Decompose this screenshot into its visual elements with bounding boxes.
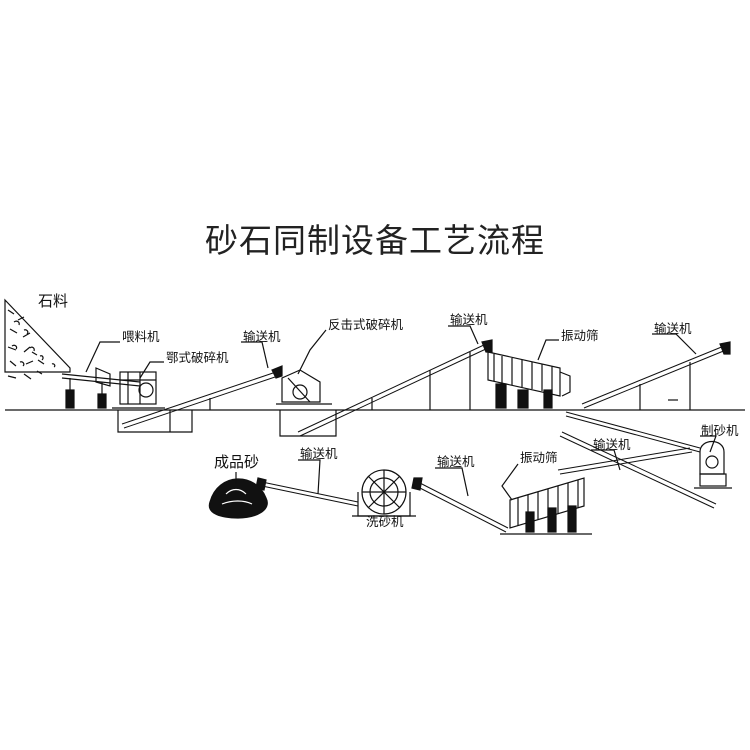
stone-pile-icon bbox=[4, 298, 71, 380]
conveyor-4-icon bbox=[557, 431, 717, 509]
impact-crusher-icon bbox=[276, 369, 332, 405]
feeder-icon bbox=[61, 367, 141, 409]
label-stone: 石料 bbox=[38, 292, 69, 310]
vibrating-screen-1-icon bbox=[487, 351, 571, 409]
label-conveyor-6: 输送机 bbox=[300, 446, 338, 461]
diagram-title: 砂石同制设备工艺流程 bbox=[205, 221, 545, 260]
conveyor-5-icon bbox=[411, 477, 509, 533]
conveyor-3-icon bbox=[581, 341, 731, 410]
conveyor-1-icon bbox=[121, 365, 283, 429]
pit bbox=[117, 410, 193, 433]
label-conveyor-4: 输送机 bbox=[593, 437, 631, 452]
sand-washer-icon bbox=[352, 469, 416, 517]
jaw-crusher-icon bbox=[112, 371, 165, 409]
vibrating-screen-2-icon bbox=[500, 477, 592, 535]
label-screen-2: 振动筛 bbox=[520, 450, 558, 465]
label-sand-washer: 洗砂机 bbox=[366, 514, 404, 529]
label-sand-maker: 制砂机 bbox=[701, 423, 739, 438]
pit-2 bbox=[279, 410, 337, 437]
label-conveyor-1: 输送机 bbox=[243, 329, 281, 344]
label-conveyor-5: 输送机 bbox=[437, 454, 475, 469]
label-jaw-crusher: 鄂式破碎机 bbox=[166, 350, 229, 365]
label-conveyor-3: 输送机 bbox=[654, 321, 692, 336]
label-feeder: 喂料机 bbox=[122, 329, 160, 344]
finished-sand-pile-icon bbox=[208, 478, 268, 519]
label-screen-1: 振动筛 bbox=[561, 328, 599, 343]
label-conveyor-2: 输送机 bbox=[450, 312, 488, 327]
conveyor-2-icon bbox=[297, 339, 493, 437]
label-impact-crusher: 反击式破碎机 bbox=[328, 317, 404, 332]
label-finished-sand: 成品砂 bbox=[214, 453, 260, 471]
sand-maker-icon bbox=[694, 440, 732, 489]
conveyor-return-icon bbox=[565, 411, 701, 453]
conveyor-6-icon bbox=[255, 477, 359, 507]
